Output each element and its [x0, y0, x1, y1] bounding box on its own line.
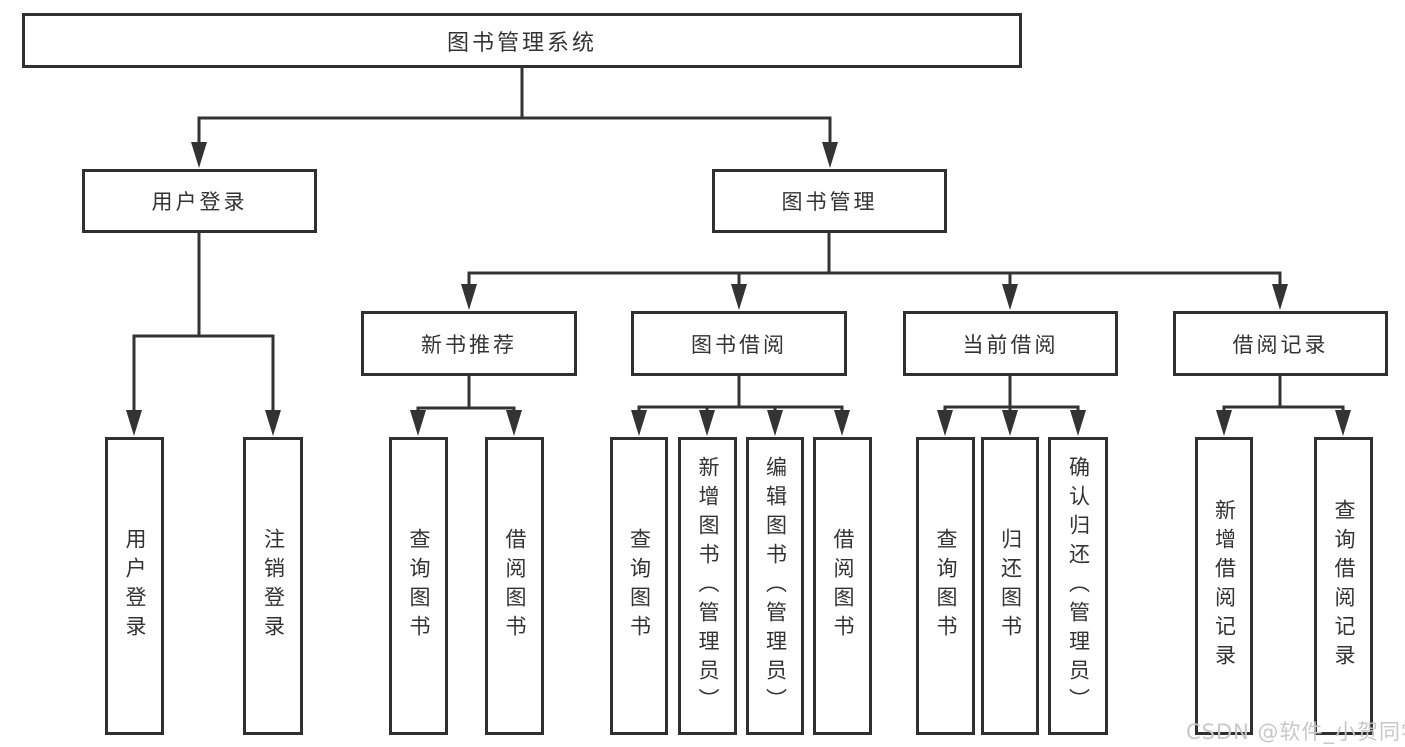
- node-edit-book-admin: 编辑图书（管理员）: [746, 437, 804, 735]
- watermark: CSDN @软件_小贺同学: [1186, 720, 1405, 744]
- node-label: 用户登录: [151, 190, 248, 214]
- node-current-borrowing: 当前借阅: [903, 311, 1118, 376]
- node-user-login: 用户登录: [105, 437, 164, 735]
- node-label: 新增图书（管理员）: [696, 455, 720, 717]
- node-label: 归还图书: [998, 528, 1023, 644]
- node-label: 确认归还（管理员）: [1066, 455, 1091, 717]
- node-label: 借阅图书: [831, 528, 855, 644]
- node-label: 图书管理: [781, 190, 878, 214]
- node-label: 借阅记录: [1232, 332, 1329, 357]
- node-label: 查询借阅记录: [1332, 499, 1356, 673]
- node-book-management: 图书管理: [712, 169, 947, 233]
- node-borrow-books: 借阅图书: [813, 437, 872, 735]
- node-label: 注销登录: [261, 528, 286, 644]
- node-book-borrowing: 图书借阅: [631, 311, 847, 376]
- node-label: 图书管理系统: [446, 30, 597, 56]
- node-logout: 注销登录: [243, 437, 303, 735]
- node-search-books-borrowing: 查询图书: [610, 437, 668, 735]
- node-add-book-admin: 新增图书（管理员）: [678, 437, 737, 735]
- node-label: 编辑图书（管理员）: [763, 455, 788, 717]
- node-label: 用户登录: [123, 528, 147, 644]
- node-return-book: 归还图书: [981, 437, 1039, 735]
- node-search-books-current: 查询图书: [916, 437, 975, 735]
- node-borrowing-records: 借阅记录: [1173, 311, 1388, 376]
- node-label: 新增借阅记录: [1212, 499, 1237, 673]
- node-borrow-books-recommend: 借阅图书: [485, 437, 544, 735]
- node-label: 查询图书: [627, 528, 652, 644]
- node-label: 查询图书: [407, 528, 431, 644]
- node-add-borrow-record: 新增借阅记录: [1195, 437, 1253, 735]
- node-user-login-group: 用户登录: [82, 169, 317, 233]
- node-confirm-return-admin: 确认归还（管理员）: [1048, 437, 1108, 735]
- node-new-book-recommendation: 新书推荐: [361, 311, 577, 376]
- node-label: 当前借阅: [962, 332, 1059, 357]
- node-label: 新书推荐: [421, 332, 517, 357]
- node-label: 图书借阅: [691, 332, 787, 357]
- node-library-management-system: 图书管理系统: [22, 13, 1022, 68]
- node-search-borrow-record: 查询借阅记录: [1314, 437, 1373, 735]
- node-label: 查询图书: [934, 528, 958, 644]
- node-search-books-recommend: 查询图书: [389, 437, 448, 735]
- node-label: 借阅图书: [503, 528, 527, 644]
